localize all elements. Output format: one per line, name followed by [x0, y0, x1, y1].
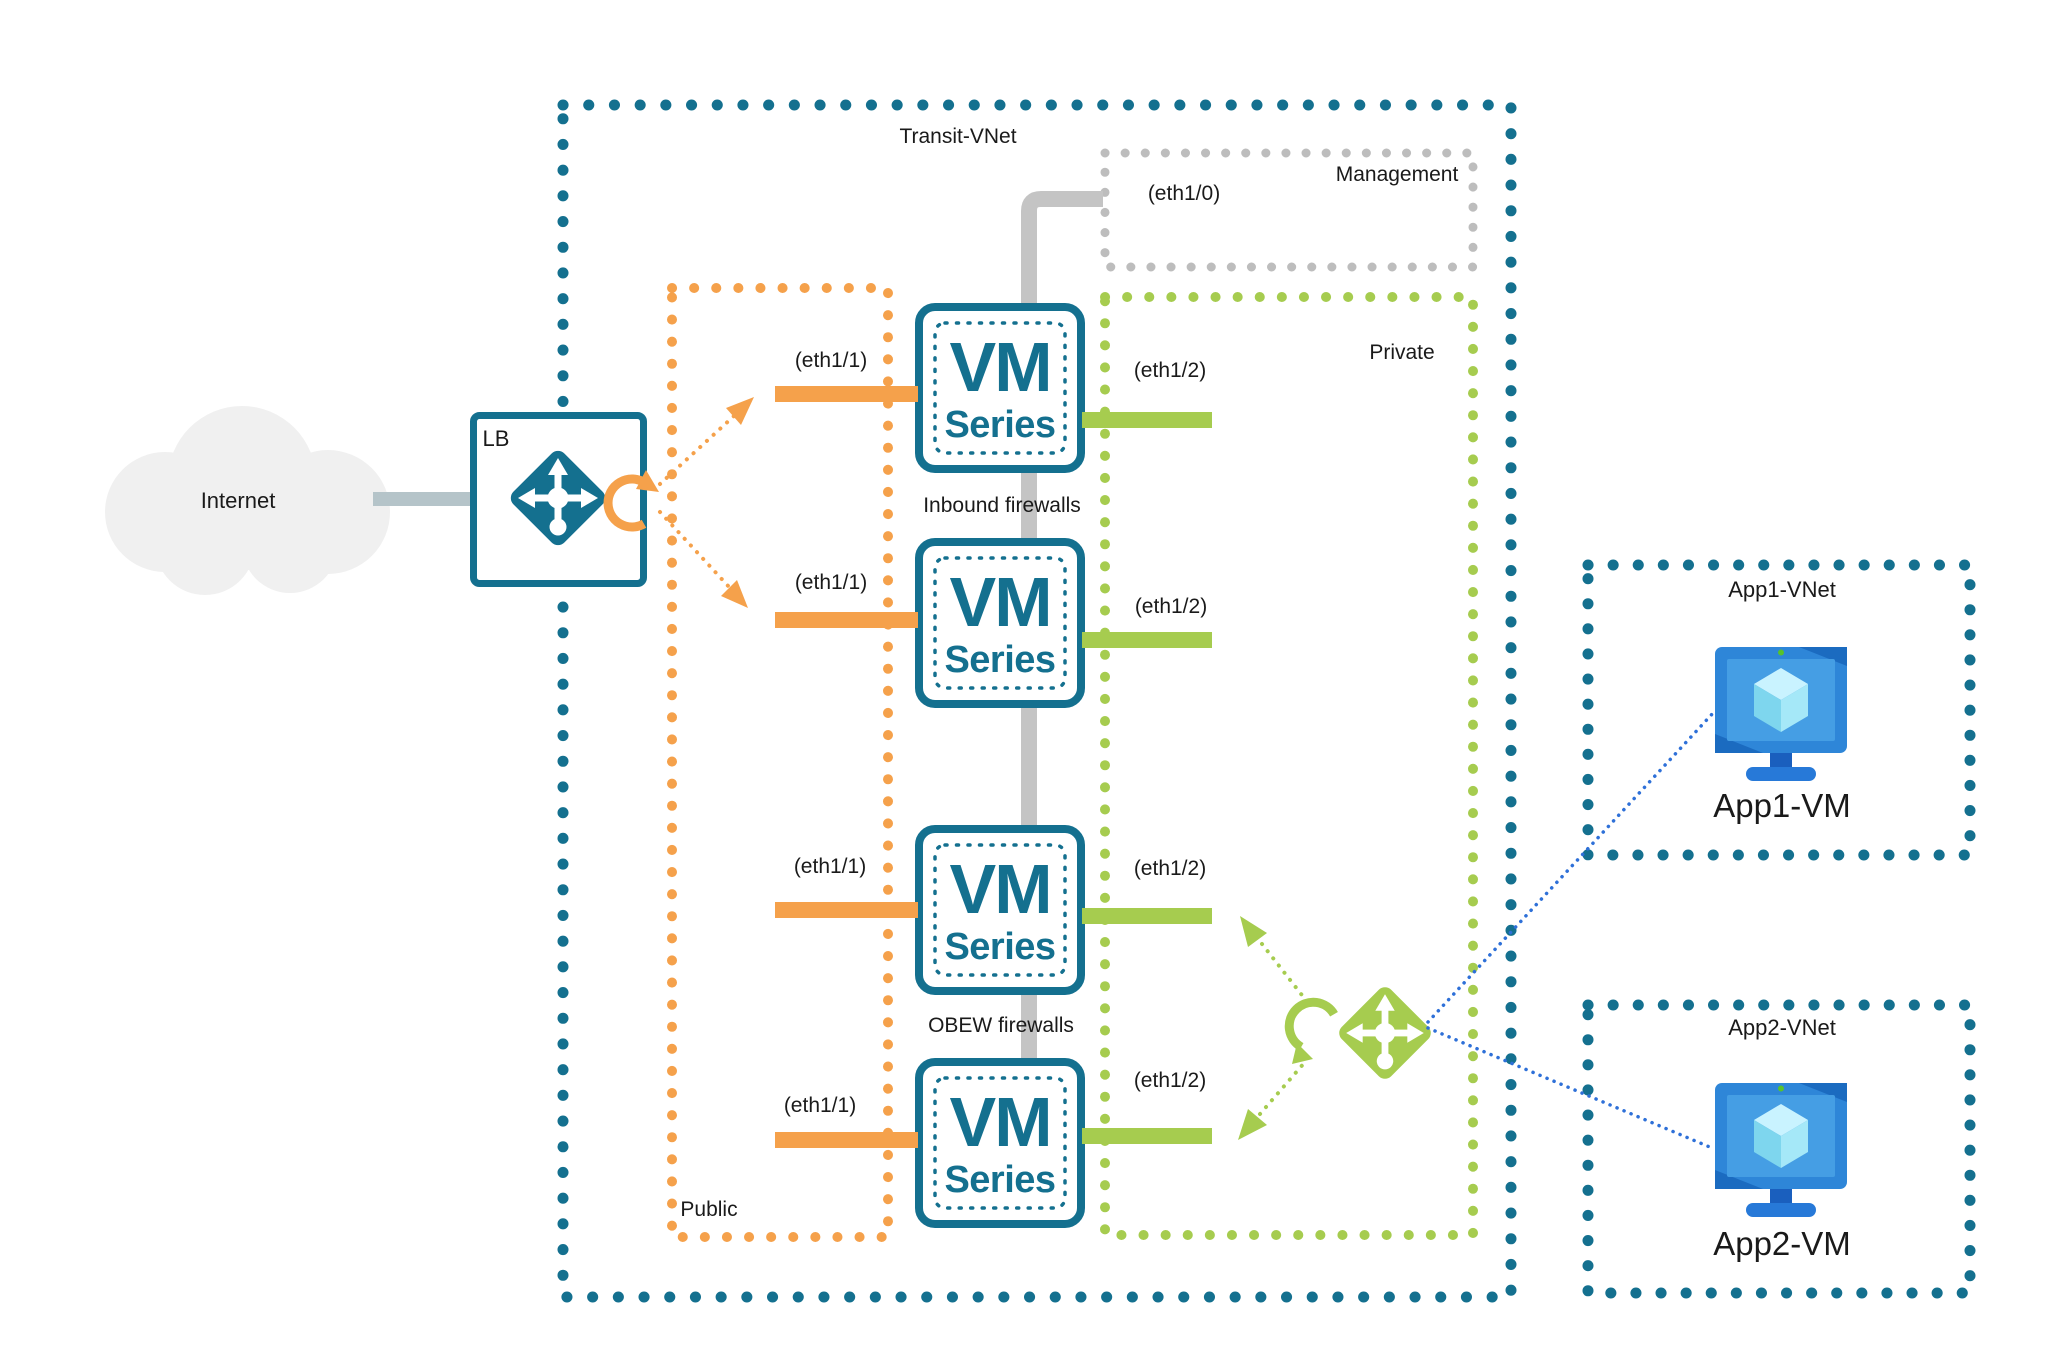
lb-to-vm1-arrow [658, 397, 754, 486]
management-label: Management [1335, 163, 1459, 186]
internet-label: Internet [200, 488, 276, 513]
lb-label: LB [482, 426, 510, 451]
vm-series-firewall-3 [915, 825, 1085, 995]
eth1-2-bar-vm1 [1082, 412, 1212, 428]
vm4-text: VM Series [944, 1083, 1056, 1201]
private-subnet-border [1100, 292, 1478, 1240]
eth1-1-bar-vm2 [775, 612, 918, 628]
management-pipe [1021, 191, 1103, 1105]
internet-cloud-icon [105, 406, 390, 595]
vm2-text: VM Series [944, 563, 1056, 681]
private-label: Private [1369, 341, 1435, 364]
management-subnet-border [1100, 148, 1478, 272]
peering-line-app2 [1426, 1026, 1714, 1150]
inbound-firewalls-label: Inbound firewalls [923, 494, 1081, 517]
app1-vm-label: App1-VM [1713, 787, 1851, 824]
eth1-1-bar-vm3 [775, 902, 918, 918]
eth1-1-label-vm3: (eth1/1) [793, 855, 867, 878]
peering-line-app1 [1426, 710, 1716, 1024]
ilb-to-vm3-arrow [1240, 916, 1314, 1010]
eth1-2-bar-vm2 [1082, 632, 1212, 648]
vm3-subtitle: Series [944, 926, 1056, 968]
eth1-1-label-vm2: (eth1/1) [794, 571, 868, 594]
app2-vnet-border [1582, 999, 1976, 1299]
vm2-title: VM [949, 563, 1053, 641]
vm-series-firewall-2 [915, 538, 1085, 708]
eth1-0-label: (eth1/0) [1147, 182, 1221, 205]
eth1-2-label-vm3: (eth1/2) [1133, 857, 1207, 880]
app1-vnet-label: App1-VNet [1728, 577, 1836, 602]
eth1-1-bar-vm4 [775, 1132, 918, 1148]
ilb-to-vm4-arrow [1238, 1060, 1307, 1140]
app2-vnet-label: App2-VNet [1728, 1015, 1836, 1040]
transit-vnet-label: Transit-VNet [899, 125, 1017, 148]
app2-vm-icon [1715, 1083, 1847, 1217]
vm1-text: VM Series [944, 328, 1056, 446]
eth1-1-bar-vm1 [775, 386, 918, 402]
app1-vnet-border [1582, 559, 1976, 861]
vm3-text: VM Series [944, 850, 1056, 968]
eth1-2-label-vm1: (eth1/2) [1133, 359, 1207, 382]
app1-vm-icon [1715, 647, 1847, 781]
vm1-title: VM [949, 328, 1053, 406]
obew-firewalls-label: OBEW firewalls [928, 1014, 1074, 1037]
eth1-2-label-vm2: (eth1/2) [1134, 595, 1208, 618]
transit-vnet-border [557, 99, 1517, 1303]
vm2-subtitle: Series [944, 639, 1056, 681]
eth1-2-bar-vm3 [1082, 908, 1212, 924]
lb-to-vm2-arrow [658, 510, 748, 608]
vm1-subtitle: Series [944, 404, 1056, 446]
public-subnet-border [667, 283, 893, 1242]
vm-series-firewall-4 [915, 1058, 1085, 1228]
eth1-1-label-vm1: (eth1/1) [794, 349, 868, 372]
internal-lb-sync-icon [1289, 1002, 1334, 1064]
internet-to-lb-link [373, 492, 473, 506]
vm4-subtitle: Series [944, 1159, 1056, 1201]
eth1-1-label-vm4: (eth1/1) [783, 1094, 857, 1117]
public-label: Public [680, 1198, 738, 1221]
eth1-2-bar-vm4 [1082, 1128, 1212, 1144]
vm4-title: VM [949, 1083, 1053, 1161]
vm3-title: VM [949, 850, 1053, 928]
internal-load-balancer-icon [1335, 983, 1435, 1083]
eth1-2-label-vm4: (eth1/2) [1133, 1069, 1207, 1092]
app2-vm-label: App2-VM [1713, 1225, 1851, 1262]
vm-series-firewall-1 [915, 303, 1085, 473]
